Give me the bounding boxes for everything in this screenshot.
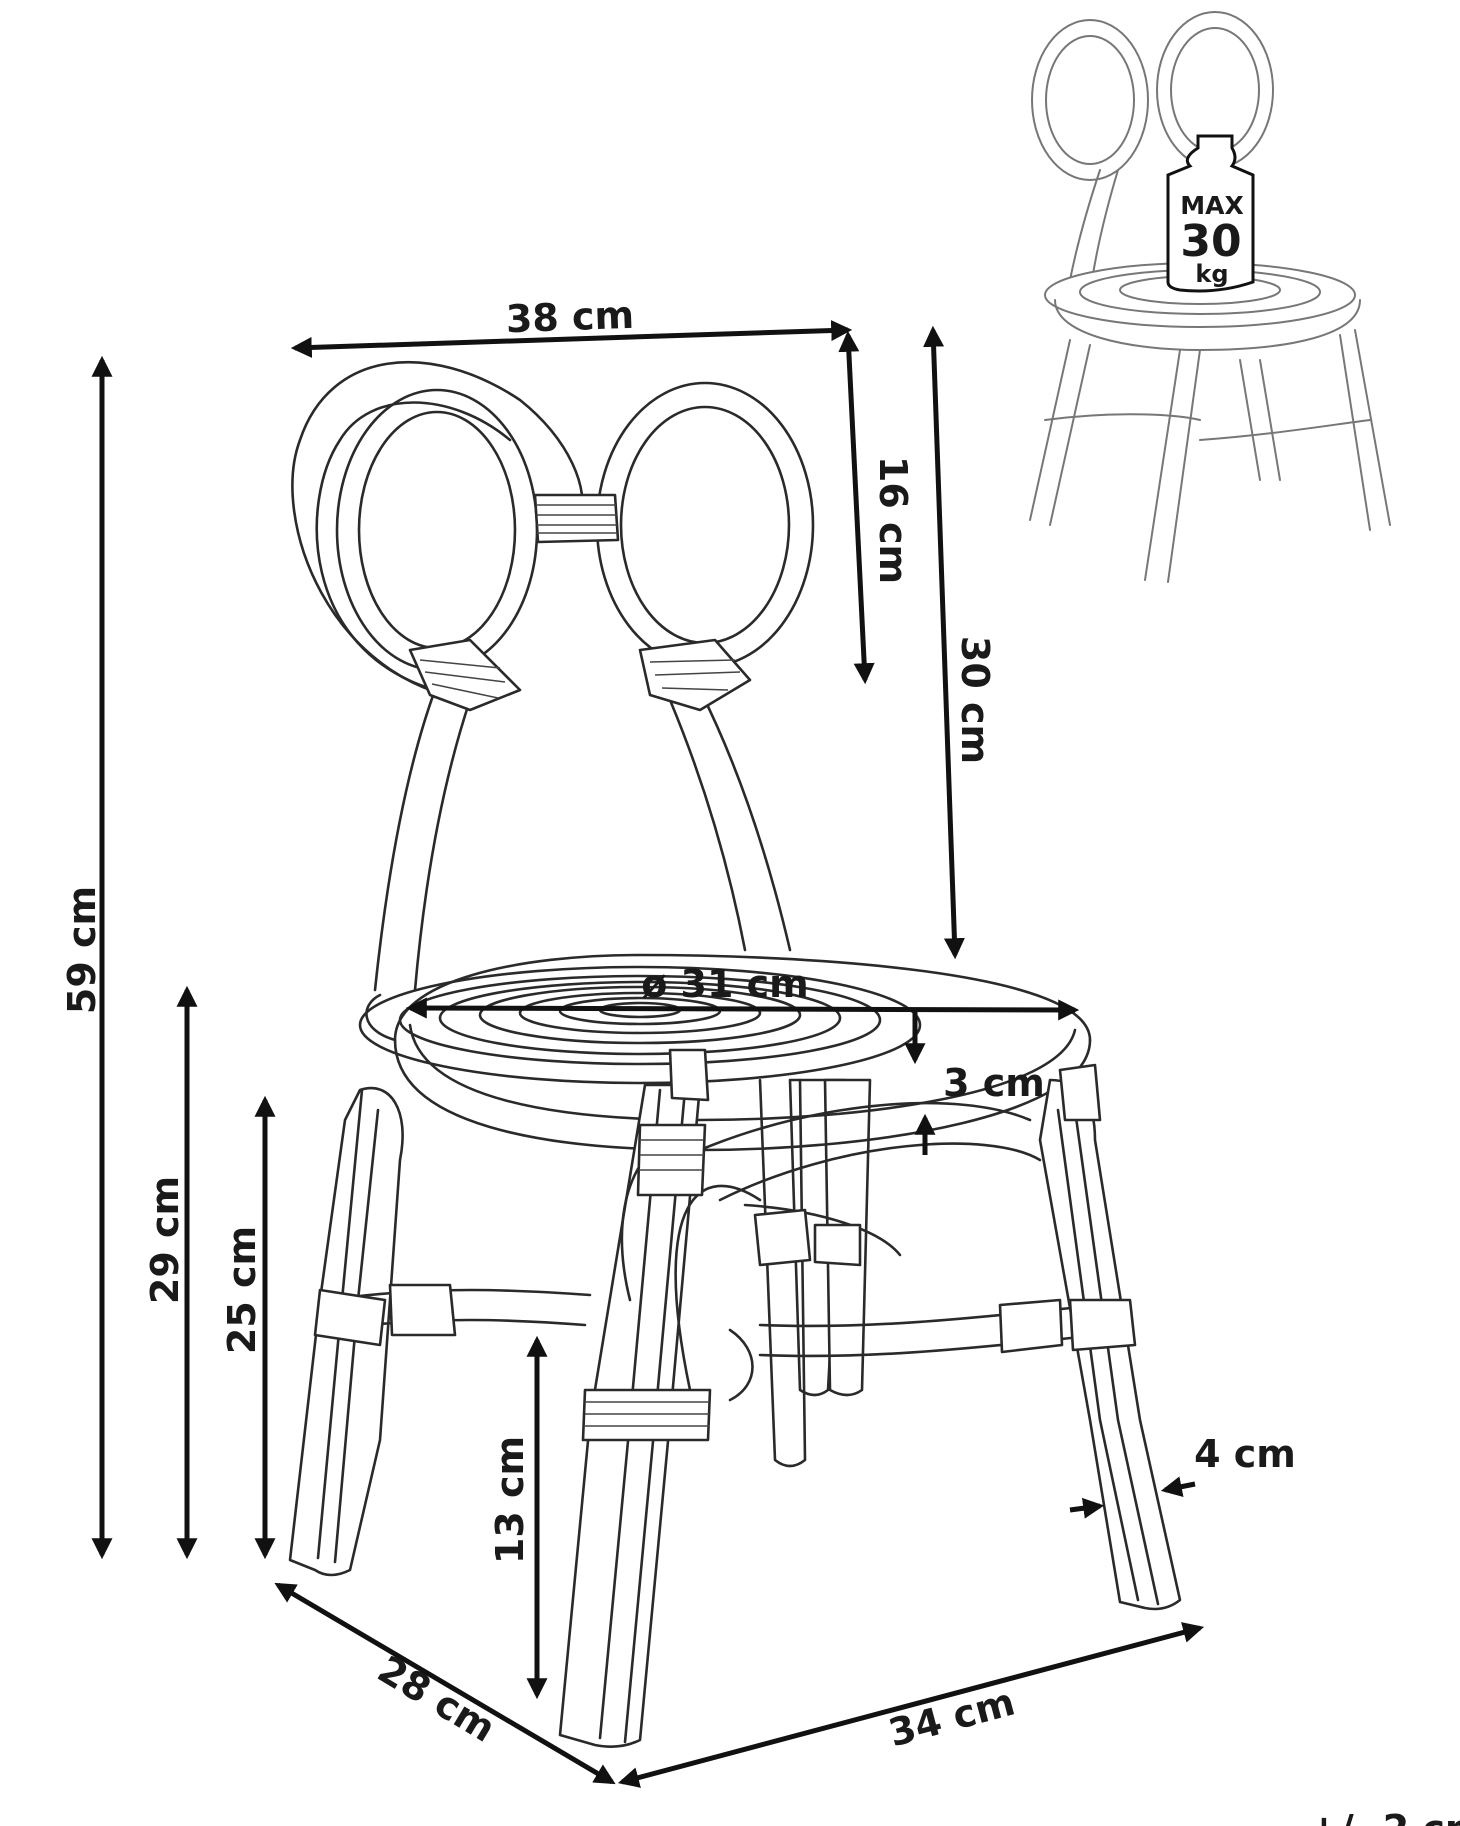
arrow-leg-right (1160, 1476, 1196, 1498)
weight-limit-label: MAX (1180, 191, 1244, 220)
arrow-seat-diameter (405, 997, 1080, 1021)
label-width-base: 34 cm (884, 1680, 1019, 1756)
weight-limit-value: 30 (1180, 216, 1241, 267)
weight-icon (1166, 134, 1255, 293)
weight-limit-unit: kg (1195, 260, 1228, 288)
right-loop (595, 381, 815, 669)
label-back-height: 30 cm (953, 636, 997, 764)
chair-main-drawing (288, 361, 1182, 1748)
label-total-height: 59 cm (60, 886, 104, 1014)
label-depth: 28 cm (370, 1647, 503, 1751)
arrow-leg-left (1069, 1497, 1105, 1519)
arrow-depth (274, 1582, 616, 1785)
tolerance-note: +/- 2 cm (1308, 1807, 1460, 1826)
label-seat-diameter: ø 31 cm (641, 962, 809, 1006)
label-width-top: 38 cm (505, 293, 635, 341)
label-seat-height: 29 cm (143, 1176, 187, 1304)
inset-chair-thumbnail (1029, 11, 1391, 583)
dimension-arrows (91, 320, 1205, 1788)
label-seat-thickness: 3 cm (943, 1061, 1045, 1105)
arrow-back-height (923, 325, 965, 960)
back-legs (758, 1078, 872, 1468)
lower-loop-bindings (408, 638, 752, 712)
label-leg-diameter: 4 cm (1194, 1432, 1296, 1476)
label-loop-height: 16 cm (871, 456, 915, 584)
weight-limit-badge: MAX 30 kg (1166, 134, 1255, 293)
backrest-stems (373, 688, 792, 992)
arrow-width-base (617, 1622, 1205, 1788)
arrow-loop-height (838, 330, 875, 685)
label-stretcher-height: 13 cm (488, 1436, 532, 1564)
leg-bindings (313, 1048, 1137, 1442)
label-seat-frame-height: 25 cm (220, 1226, 264, 1354)
center-binding (533, 493, 620, 544)
arrow-width-top (290, 320, 853, 358)
